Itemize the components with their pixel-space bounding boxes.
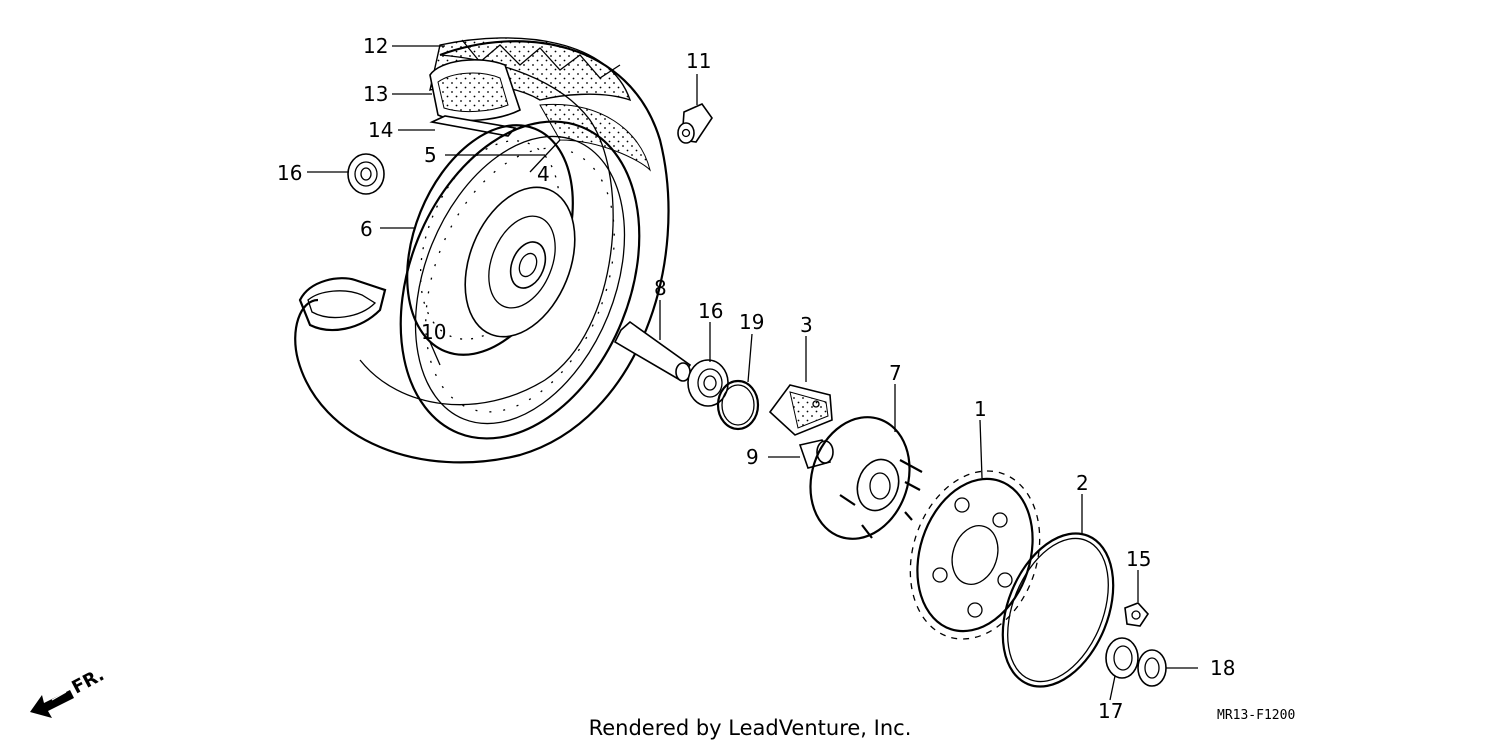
- callout-9: 9: [746, 445, 759, 469]
- bearing-left: [347, 153, 385, 195]
- drive-chain: [1001, 532, 1115, 688]
- callout-14: 14: [368, 118, 393, 142]
- front-direction-arrow-icon: [30, 690, 74, 718]
- callout-8: 8: [654, 276, 667, 300]
- callout-16-right: 16: [698, 299, 723, 323]
- diagram-code: MR13-F1200: [1217, 708, 1296, 723]
- callout-13: 13: [363, 82, 388, 106]
- callout-10: 10: [421, 320, 446, 344]
- callout-17: 17: [1098, 699, 1123, 723]
- callout-19: 19: [739, 310, 764, 334]
- rim-strip-section: [429, 115, 517, 137]
- callout-16-left: 16: [277, 161, 302, 185]
- sprocket-bearing: [1105, 637, 1139, 679]
- callout-2: 2: [1076, 471, 1089, 495]
- callout-4: 4: [537, 162, 550, 186]
- o-ring: [716, 379, 760, 431]
- wheel-damper: [768, 384, 833, 436]
- callout-18: 18: [1210, 656, 1235, 680]
- callout-6: 6: [360, 217, 373, 241]
- inner-tube-section: [429, 59, 521, 122]
- callouts: 12 13 14 5 4 16 6 10 11 8 16 19 3 9 7 1 …: [277, 34, 1235, 723]
- bearing-right: [687, 359, 729, 407]
- leader-lines: [307, 45, 1198, 701]
- oil-seal: [1137, 649, 1167, 687]
- rendered-by-caption: Rendered by LeadVenture, Inc.: [588, 716, 912, 740]
- callout-15: 15: [1126, 547, 1151, 571]
- callout-7: 7: [889, 361, 902, 385]
- wheel-rim: [298, 120, 641, 440]
- final-driven-flange: [809, 416, 923, 540]
- valve-cap: [677, 103, 713, 144]
- callout-11: 11: [686, 49, 711, 73]
- callout-12: 12: [363, 34, 388, 58]
- flange-nut: [1124, 602, 1150, 627]
- callout-5: 5: [424, 143, 437, 167]
- callout-3: 3: [800, 313, 813, 337]
- side-collar: [798, 439, 834, 469]
- callout-1: 1: [974, 397, 987, 421]
- front-direction-label: FR.: [68, 664, 107, 698]
- distance-collar: [613, 320, 692, 382]
- wheel-hub: [464, 186, 576, 338]
